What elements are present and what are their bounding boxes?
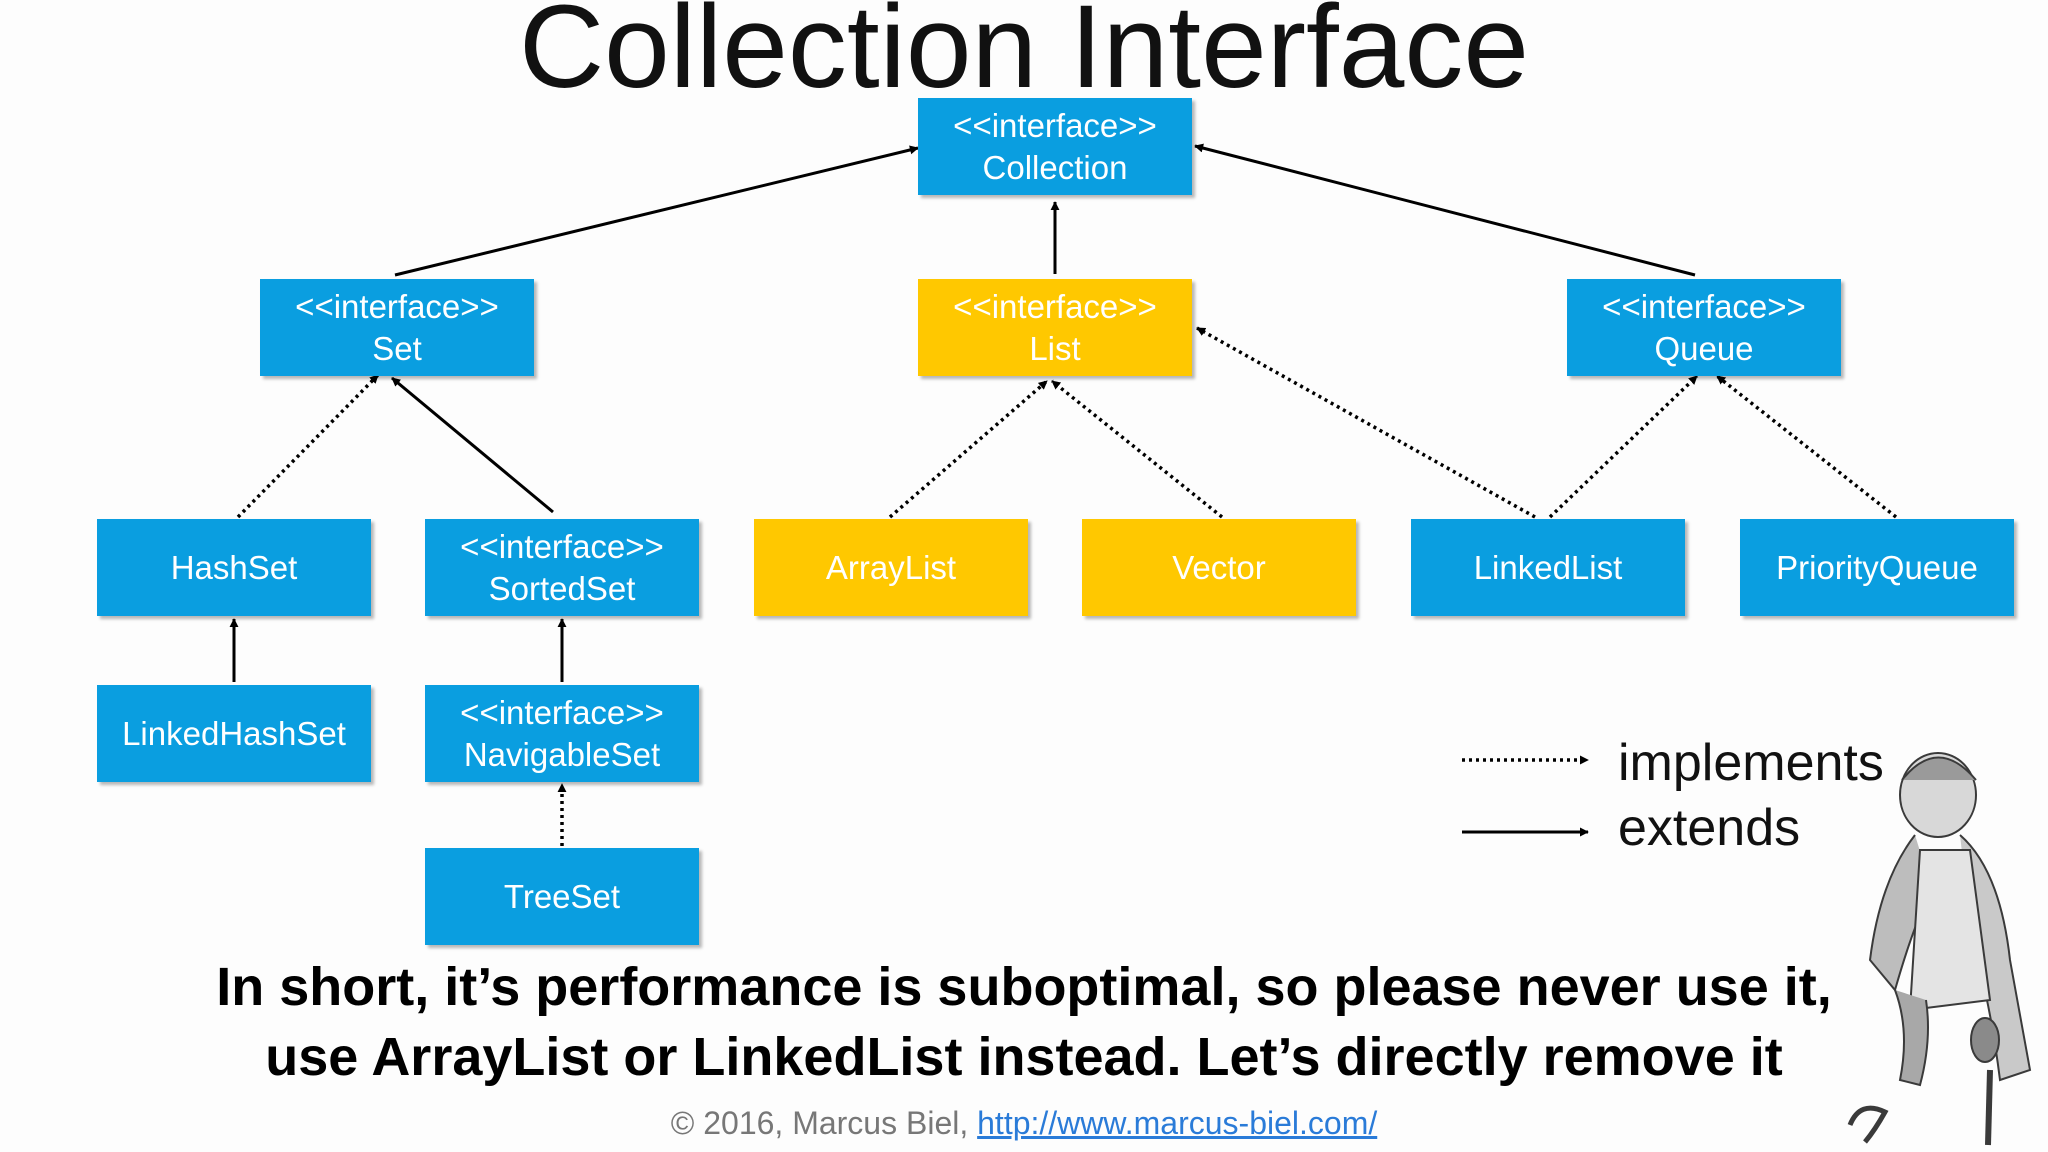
node-collection-name: Collection [982, 148, 1128, 186]
node-navigableset: <<interface>> NavigableSet [425, 685, 699, 782]
node-vector: Vector [1082, 519, 1356, 616]
node-arraylist-name: ArrayList [825, 548, 957, 586]
node-sortedset-name: SortedSet [488, 569, 636, 607]
node-collection-stereotype: <<interface>> [953, 107, 1157, 145]
node-navigableset-name: NavigableSet [463, 735, 661, 773]
node-queue: <<interface>> Queue [1567, 279, 1841, 376]
node-linkedhashset-name: LinkedHashSet [122, 714, 346, 752]
node-hashset: HashSet [97, 519, 371, 616]
legend-extends-label: extends [1618, 799, 1801, 857]
node-queue-name: Queue [1654, 329, 1754, 367]
node-set-name: Set [372, 329, 422, 367]
node-linkedlist-name: LinkedList [1473, 548, 1623, 586]
node-navigableset-stereotype: <<interface>> [460, 694, 664, 732]
footer-link[interactable]: http://www.marcus-biel.com/ [977, 1105, 1378, 1141]
node-arraylist: ArrayList [754, 519, 1028, 616]
node-sortedset-stereotype: <<interface>> [460, 528, 664, 566]
edge-queue-collection [1194, 143, 1696, 277]
edge-arraylist-list [888, 379, 1049, 519]
node-sortedset: <<interface>> SortedSet [425, 519, 699, 616]
node-linkedhashset: LinkedHashSet [97, 685, 371, 782]
node-set: <<interface>> Set [260, 279, 534, 376]
caption-line-2: use ArrayList or LinkedList instead. Let… [265, 1027, 1783, 1087]
edge-linkedlist-list [1196, 326, 1536, 519]
footer-copyright: © 2016, Marcus Biel, [670, 1105, 978, 1141]
node-list-stereotype: <<interface>> [953, 288, 1157, 326]
edge-hashset-set [236, 373, 380, 519]
node-treeset: TreeSet [425, 848, 699, 945]
legend-implements-label: implements [1618, 734, 1884, 792]
slide-title: Collection Interface [518, 0, 1530, 113]
edge-linkedlist-queue [1548, 374, 1699, 519]
edge-vector-list [1050, 379, 1224, 519]
node-treeset-name: TreeSet [503, 877, 621, 915]
edge-priorityqueue-queue [1715, 374, 1898, 519]
craftsman-sketch [1847, 752, 2032, 1146]
caption-line-1: In short, it’s performance is suboptimal… [216, 957, 1832, 1017]
node-list-name: List [1029, 329, 1081, 367]
node-list: <<interface>> List [918, 279, 1192, 376]
node-set-stereotype: <<interface>> [295, 288, 499, 326]
node-collection: <<interface>> Collection [918, 98, 1192, 195]
edge-set-collection [394, 145, 919, 277]
node-hashset-name: HashSet [170, 548, 298, 586]
node-queue-stereotype: <<interface>> [1602, 288, 1806, 326]
edge-sortedset-set [391, 376, 554, 514]
node-priorityqueue: PriorityQueue [1740, 519, 2014, 616]
footer: © 2016, Marcus Biel, http://www.marcus-b… [0, 1105, 2048, 1142]
node-vector-name: Vector [1172, 548, 1266, 586]
node-priorityqueue-name: PriorityQueue [1776, 548, 1978, 586]
node-linkedlist: LinkedList [1411, 519, 1685, 616]
